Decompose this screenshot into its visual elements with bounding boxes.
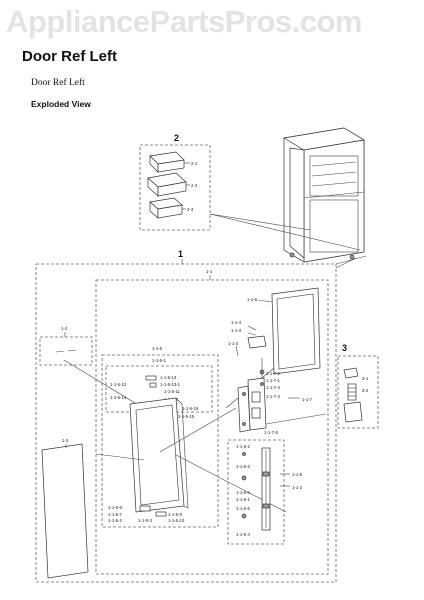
label-1-1-5-10: 1-1-5-10 [168,518,185,523]
shelf-2-1 [149,151,185,173]
label-1-1-6-3: 1-1-6-3 [236,464,250,469]
shelf-2-2 [147,172,187,197]
label-1-1-3: 1-1-3 [231,328,242,333]
door-panel-1-3 [41,443,89,579]
section-heading: Exploded View [31,99,91,109]
group-1-2-box [39,336,93,366]
door-gasket-1-1-6 [271,287,321,375]
label-1-1-5-13-1: 1-1-5-13-1 [160,382,181,387]
label-1-1-5-4: 1-1-5-4 [236,532,250,537]
label-1-1: 1-1 [206,269,213,274]
label-1-1-5-12: 1-1-5-12 [110,382,127,387]
group-1-1-5-box [101,354,219,528]
group-1-box [35,263,337,583]
hinge-cover-1-1-4 [247,335,267,349]
label-1-1-5-8: 1-1-5-8 [108,505,122,510]
hinge-strip-1-1-6 [261,447,271,531]
label-1-1-7-2: 1-1-7-2 [266,371,280,376]
label-3-2: 3-2 [362,388,369,393]
group-2-box [139,144,211,231]
group-1-1-box [95,279,329,575]
label-1-1-7-5: 1-1-7-5 [264,430,278,435]
hinge-cap-3-1 [343,367,359,379]
refrigerator-illustration [283,127,365,263]
label-2-3: 2-3 [187,207,194,212]
label-1-1-6-2: 1-1-6-2 [236,444,250,449]
label-1-1-5-15: 1-1-5-15 [178,414,195,419]
label-1-1-5: 1-1-5 [152,346,163,351]
label-1-3: 1-3 [62,438,69,443]
label-1-1-5-2: 1-1-5-2 [108,518,122,523]
label-1-1-6-4: 1-1-6-4 [236,490,250,495]
label-2-1: 2-1 [191,161,198,166]
callout-1: 1 [178,249,183,259]
site-watermark: AppliancePartsPros.com [6,4,362,39]
door-foam-assembly [129,397,189,513]
label-1-1-7-3: 1-1-7-3 [266,394,280,399]
shelf-2-3 [149,197,183,219]
label-1-1-8: 1-1-8 [247,297,258,302]
label-1-1-6-5: 1-1-6-5 [236,506,250,511]
label-2-2: 2-2 [191,183,198,188]
label-1-1-7: 1-1-7 [302,397,313,402]
label-1-1-3b: 1-1-3 [228,341,239,346]
label-1-1-5-9: 1-1-5-9 [168,512,182,517]
page-subtitle: Door Ref Left [31,78,85,88]
label-1-2: 1-2 [61,326,68,331]
label-1-1-5-3: 1-1-5-3 [138,518,152,523]
label-1-1-5-7: 1-1-5-7 [108,512,122,517]
label-1-1-7-1: 1-1-7-1 [266,378,280,383]
label-1-1-5-1: 1-1-5-1 [152,358,166,363]
group-1-1-6-box [227,439,285,545]
label-1-1-7-4: 1-1-7-4 [266,385,280,390]
label-1-1-5-13: 1-1-5-13 [160,375,177,380]
callout-2: 2 [174,133,179,143]
hinge-assembly-1-1-7 [237,369,267,433]
label-1-1-4: 1-1-4 [231,320,242,325]
label-3-1: 3-1 [362,376,369,381]
label-1-1-5-16: 1-1-5-16 [182,406,199,411]
label-1-1-2: 1-1-2 [292,485,303,490]
label-1-1-6-1: 1-1-6-1 [236,497,250,502]
label-1-1-5-14: 1-1-5-14 [110,395,127,400]
page-title: Door Ref Left [22,48,117,65]
callout-3: 3 [342,343,347,353]
group-3-box [337,355,379,429]
label-1-1-6: 1-1-6 [292,472,303,477]
label-1-1-5-11: 1-1-5-11 [164,389,181,394]
